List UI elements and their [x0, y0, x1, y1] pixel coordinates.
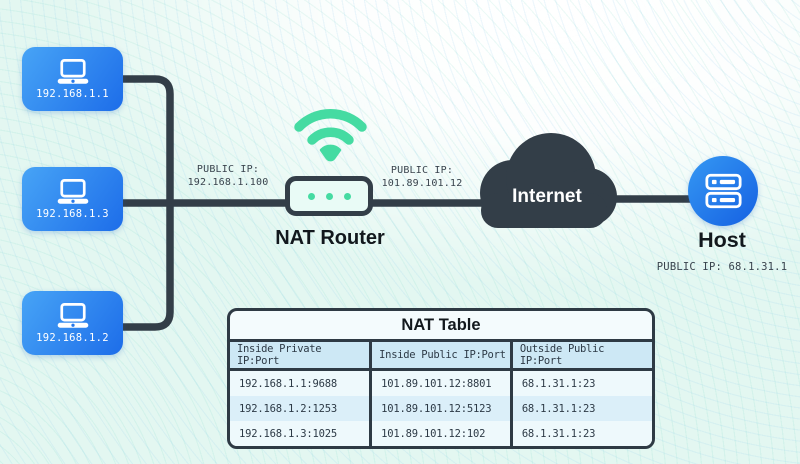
nat-table: NAT Table Inside Private IP:Port Inside … — [227, 308, 655, 449]
nat-router-title: NAT Router — [275, 227, 385, 249]
client-ip-label: 192.168.1.1 — [36, 87, 109, 100]
router-led-icon — [307, 192, 315, 200]
nat-router-device — [285, 176, 373, 216]
client-ip-label: 192.168.1.3 — [36, 207, 109, 220]
router-wan-public-ip-note: PUBLIC IP: 101.89.101.12 — [379, 165, 465, 190]
nat-table-header-row: Inside Private IP:Port Inside Public IP:… — [230, 342, 652, 371]
table-row: 192.168.1.1:9688 101.89.101.12:8801 68.1… — [230, 369, 652, 396]
laptop-icon — [57, 58, 88, 84]
public-ip-value: 101.89.101.12 — [381, 177, 463, 189]
table-row: 192.168.1.2:1253 101.89.101.12:5123 68.1… — [230, 396, 652, 421]
nat-table-grid: Inside Private IP:Port Inside Public IP:… — [230, 342, 652, 446]
cell-outside-ip: 68.1.31.1:23 — [509, 369, 652, 396]
internet-title: Internet — [512, 186, 582, 207]
server-icon — [704, 173, 742, 209]
client-ip-label: 192.168.1.2 — [36, 331, 109, 344]
cell-outside-ip: 68.1.31.1:23 — [509, 421, 652, 446]
client-device-3: 192.168.1.2 — [22, 291, 123, 355]
col-outside-public: Outside Public IP:Port — [509, 342, 652, 371]
router-led-icon — [343, 192, 351, 200]
cell-private-ip: 192.168.1.3:1025 — [230, 421, 371, 446]
wifi-icon — [294, 109, 367, 162]
cell-private-ip: 192.168.1.1:9688 — [230, 369, 371, 396]
router-led-icon — [325, 192, 333, 200]
col-inside-public: Inside Public IP:Port — [369, 342, 512, 371]
cell-public-ip: 101.89.101.12:5123 — [369, 396, 512, 421]
cell-public-ip: 101.89.101.12:102 — [369, 421, 512, 446]
router-lan-public-ip-note: PUBLIC IP: 192.168.1.100 — [186, 164, 270, 189]
client-device-2: 192.168.1.3 — [22, 167, 123, 231]
cell-outside-ip: 68.1.31.1:23 — [509, 396, 652, 421]
cell-public-ip: 101.89.101.12:8801 — [369, 369, 512, 396]
client-device-1: 192.168.1.1 — [22, 47, 123, 111]
table-row: 192.168.1.3:1025 101.89.101.12:102 68.1.… — [230, 421, 652, 446]
host-device — [688, 156, 758, 226]
public-ip-value: 192.168.1.100 — [187, 176, 269, 188]
host-title: Host — [698, 228, 746, 252]
ethernet-wires — [123, 75, 706, 331]
col-inside-private: Inside Private IP:Port — [230, 342, 371, 371]
public-ip-caption: PUBLIC IP: — [196, 164, 260, 175]
public-ip-caption: PUBLIC IP: — [390, 165, 454, 176]
laptop-icon — [57, 302, 88, 328]
laptop-icon — [57, 178, 88, 204]
host-public-ip-note: PUBLIC IP: 68.1.31.1 — [656, 261, 788, 273]
internet-cloud-icon — [480, 133, 617, 228]
cell-private-ip: 192.168.1.2:1253 — [230, 396, 371, 421]
nat-table-title: NAT Table — [230, 311, 652, 342]
